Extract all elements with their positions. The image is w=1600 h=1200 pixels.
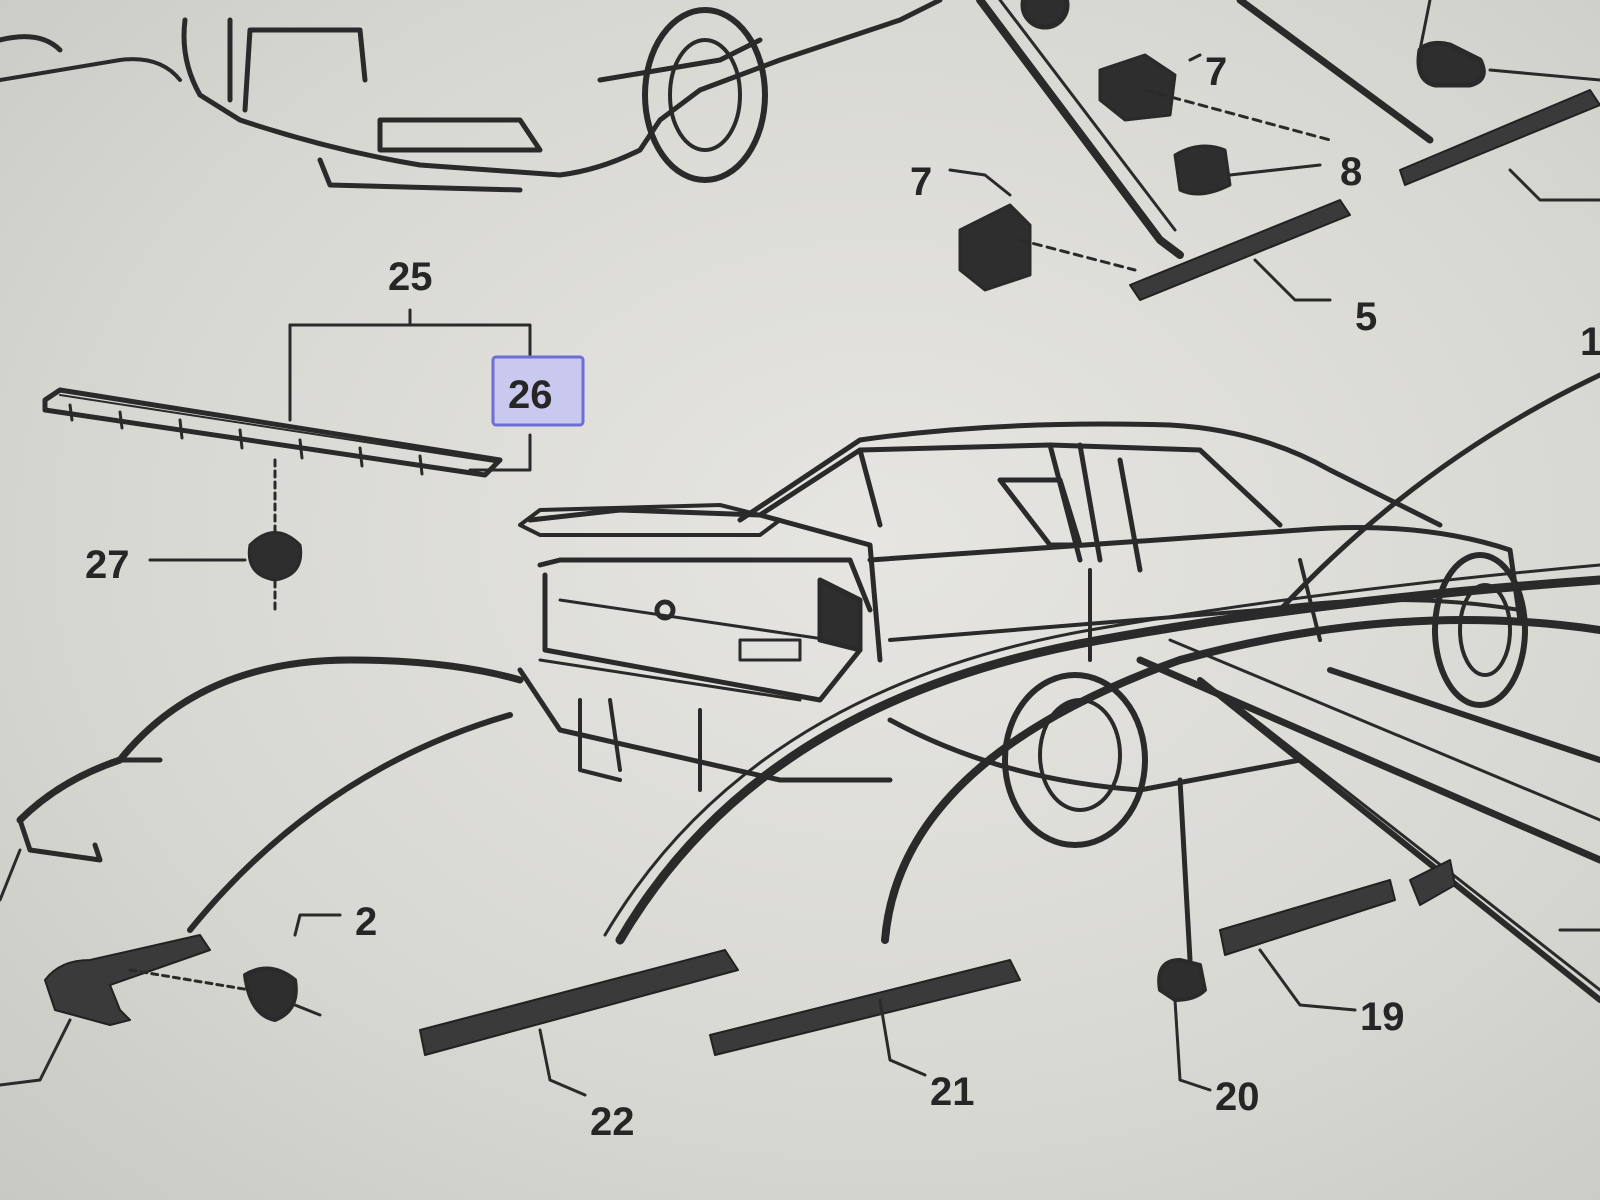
top-car-illustration <box>0 0 1070 193</box>
callout-2[interactable]: 2 <box>355 900 377 944</box>
callout-20[interactable]: 20 <box>1215 1075 1260 1119</box>
bottom-parts <box>0 777 1600 1097</box>
callout-22[interactable]: 22 <box>590 1100 635 1144</box>
callout-19[interactable]: 19 <box>1360 995 1405 1039</box>
callout-5[interactable]: 5 <box>1355 295 1377 339</box>
callout-27[interactable]: 27 <box>85 543 130 587</box>
callout-26[interactable]: 26 <box>508 373 553 417</box>
callout-8[interactable]: 8 <box>1340 150 1362 194</box>
roof-rail-part-26 <box>42 308 532 612</box>
callout-7-lower[interactable]: 7 <box>910 160 932 204</box>
callout-21[interactable]: 21 <box>930 1070 975 1114</box>
callout-7-upper[interactable]: 7 <box>1205 50 1227 94</box>
callout-26-highlight <box>491 355 585 427</box>
body-moulding-strips <box>0 372 1600 1003</box>
main-car-illustration <box>517 421 1528 848</box>
top-right-parts <box>948 0 1600 302</box>
callout-25[interactable]: 25 <box>388 255 433 299</box>
callout-1[interactable]: 1 <box>1580 320 1600 364</box>
